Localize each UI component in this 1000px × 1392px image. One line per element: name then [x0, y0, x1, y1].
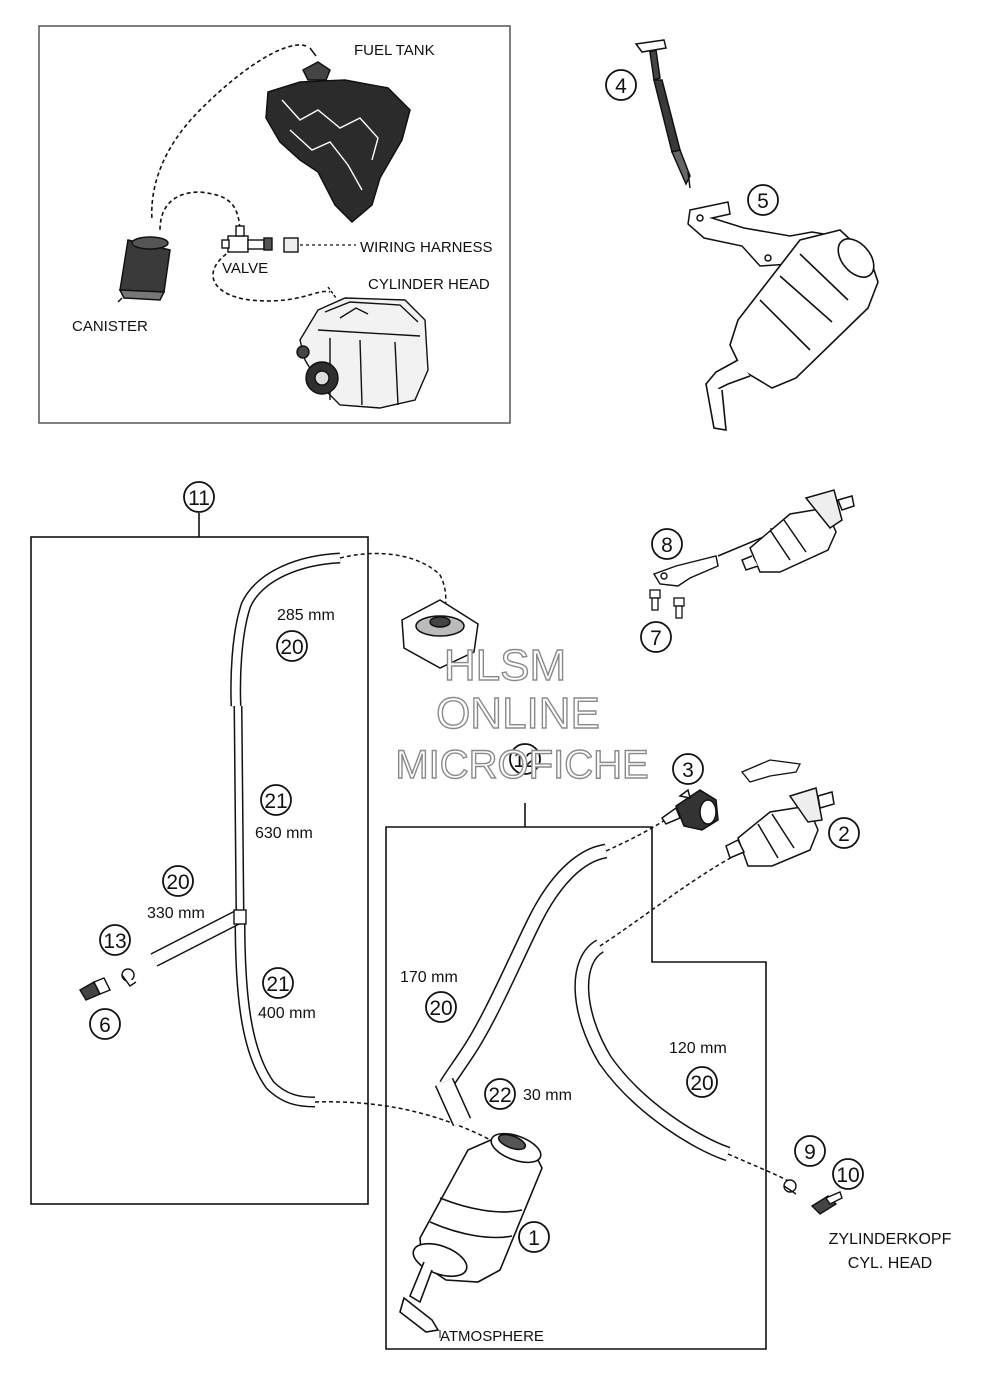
- fuel-tank-label: FUEL TANK: [354, 42, 435, 59]
- svg-text:20: 20: [166, 871, 189, 894]
- box-11: [30, 513, 369, 1205]
- clip-part-8: [652, 555, 719, 587]
- hose-length-120: 120 mm: [669, 1040, 727, 1057]
- fuel-tank-illustration: [265, 47, 411, 224]
- svg-text:22: 22: [488, 1084, 511, 1107]
- inline-filter-top: [741, 489, 855, 573]
- overview-hoses: [150, 44, 331, 302]
- hose-lead-to-filter: [599, 855, 735, 947]
- t-connector: [233, 909, 247, 925]
- svg-text:5: 5: [757, 190, 769, 213]
- cylinder-head-illustration: [296, 286, 429, 409]
- canister-label: CANISTER: [72, 318, 148, 335]
- overview-panel: FUEL TANK WIRING HARNESS VALVE CYLINDER …: [38, 25, 511, 424]
- callout-7: 7: [640, 621, 672, 653]
- inline-filter-part-2: [725, 787, 835, 867]
- callout-20-170: 20: [425, 991, 457, 1023]
- clamp-part-13: [121, 968, 137, 987]
- svg-text:7: 7: [650, 627, 662, 650]
- canister-part-1: [399, 1132, 543, 1333]
- svg-text:HLSM: HLSM: [444, 641, 566, 690]
- hose-set-box-12: [434, 843, 731, 1162]
- callout-10: 10: [832, 1158, 864, 1190]
- svg-text:9: 9: [804, 1141, 816, 1164]
- svg-text:21: 21: [264, 790, 287, 813]
- svg-text:6: 6: [99, 1014, 111, 1037]
- cylinder-head-label: CYLINDER HEAD: [368, 276, 490, 293]
- svg-text:11: 11: [188, 487, 210, 510]
- box-12: [385, 803, 767, 1350]
- callout-21-630: 21: [260, 784, 292, 816]
- callout-3: 3: [672, 753, 704, 785]
- callout-6: 6: [89, 1008, 121, 1040]
- cyl-head-label: CYL. HEAD: [848, 1255, 932, 1272]
- nipple-part-10: [810, 1191, 843, 1215]
- clamp-part-9: [783, 1179, 797, 1195]
- hose-length-30: 30 mm: [523, 1087, 572, 1104]
- svg-text:21: 21: [266, 973, 289, 996]
- valve-illustration: [221, 225, 299, 253]
- hose-set-box-11: [150, 552, 341, 1108]
- bolts-part-7: [649, 589, 685, 619]
- svg-text:1: 1: [528, 1227, 540, 1250]
- callout-8: 8: [651, 528, 683, 560]
- callout-20-330: 20: [162, 865, 194, 897]
- hose-to-canister: [314, 1101, 501, 1146]
- plug-part-6: [79, 977, 111, 1001]
- callout-1: 1: [518, 1221, 550, 1253]
- callout-20-285: 20: [276, 630, 308, 662]
- svg-text:8: 8: [661, 534, 673, 557]
- callout-4: 4: [605, 69, 637, 101]
- zylinderkopf-label: ZYLINDERKOPF: [829, 1231, 952, 1248]
- hose-length-630: 630 mm: [255, 825, 313, 842]
- svg-text:20: 20: [429, 997, 452, 1020]
- hose-length-285: 285 mm: [277, 607, 335, 624]
- atmosphere-label: ATMOSPHERE: [440, 1328, 544, 1345]
- svg-text:3: 3: [682, 759, 694, 782]
- watermark: HLSM ONLINE MICROFICHE: [395, 640, 650, 787]
- svg-text:ONLINE: ONLINE: [436, 689, 600, 738]
- clip-small: [740, 759, 801, 783]
- svg-text:4: 4: [615, 75, 627, 98]
- callout-13: 13: [99, 924, 131, 956]
- valve-label: VALVE: [222, 260, 268, 277]
- hose-length-330: 330 mm: [147, 905, 205, 922]
- svg-text:MICROFICHE: MICROFICHE: [395, 743, 648, 787]
- valve-part-3: [660, 788, 719, 831]
- svg-text:12: 12: [513, 749, 536, 772]
- callout-12: 12: [509, 743, 541, 775]
- svg-text:10: 10: [836, 1164, 859, 1187]
- hose-lead-to-valve: [605, 817, 669, 852]
- bracket-strap: [634, 39, 691, 189]
- svg-text:13: 13: [103, 930, 126, 953]
- large-canister: [704, 229, 879, 431]
- svg-text:20: 20: [280, 636, 303, 659]
- callout-5: 5: [747, 184, 779, 216]
- callout-20-120: 20: [686, 1066, 718, 1098]
- callout-11: 11: [183, 481, 215, 513]
- callout-2: 2: [828, 817, 860, 849]
- svg-text:20: 20: [690, 1072, 713, 1095]
- hose-length-400: 400 mm: [258, 1005, 316, 1022]
- canister-illustration: [117, 236, 171, 303]
- callout-22-30: 22: [484, 1078, 516, 1110]
- hose-length-170: 170 mm: [400, 969, 458, 986]
- svg-text:2: 2: [838, 823, 850, 846]
- hose-lead-to-cyl-head: [727, 1153, 791, 1183]
- callout-9: 9: [794, 1135, 826, 1167]
- fuel-tank-breather-cap: [401, 599, 479, 669]
- callout-21-400: 21: [262, 967, 294, 999]
- wiring-harness-label: WIRING HARNESS: [360, 239, 493, 256]
